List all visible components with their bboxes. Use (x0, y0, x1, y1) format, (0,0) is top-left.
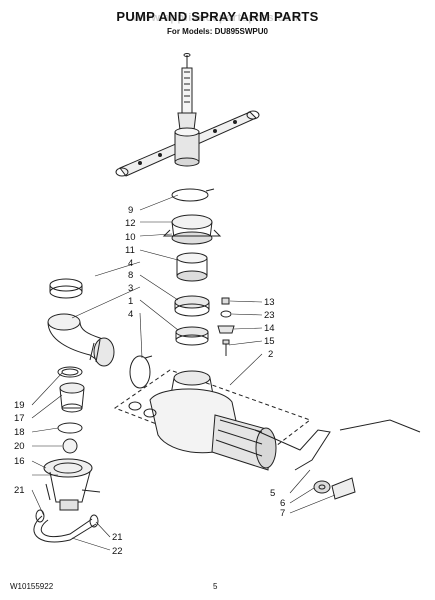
callout-12: 12 (125, 218, 136, 229)
part-17-filter (59, 382, 85, 413)
spray-arm-tower (177, 53, 197, 131)
callout-19: 19 (14, 400, 25, 411)
part-9-clip (171, 188, 215, 202)
callout-16: 16 (14, 456, 25, 467)
part-4-lower-clamp (129, 355, 153, 389)
callout-3: 3 (128, 283, 133, 294)
callout-10: 10 (125, 232, 136, 243)
part-10-housing (162, 214, 222, 245)
part-1-ring (175, 326, 209, 346)
callout-11: 11 (125, 245, 135, 256)
callout-20: 20 (14, 441, 25, 452)
part-16-sump (43, 458, 101, 511)
callout-21-left: 21 (14, 485, 25, 496)
callout-6: 6 (280, 498, 285, 509)
callout-2: 2 (268, 349, 273, 360)
pump-motor-assembly (113, 369, 312, 471)
watermark-text: www.appliancepartspros.com (133, 12, 302, 24)
callout-9: 9 (128, 205, 133, 216)
callout-1: 1 (128, 296, 133, 307)
part-11-sleeve (176, 252, 208, 282)
document-number: W10155922 (10, 582, 54, 591)
part-18-ring (57, 422, 83, 434)
callout-14: 14 (264, 323, 275, 334)
part-4-upper-ring (49, 278, 83, 299)
part-3-elbow-hose (47, 313, 115, 367)
callout-8: 8 (128, 270, 133, 281)
callout-21-right: 21 (112, 532, 123, 543)
part-19-ring (57, 366, 83, 378)
model-subtitle: For Models: DU895SWPU0 (167, 27, 268, 36)
page-number: 5 (213, 582, 218, 591)
parts-5-6-7-bracket-grommet (254, 419, 421, 500)
callout-23: 23 (264, 310, 275, 321)
callout-15: 15 (264, 336, 275, 347)
leader-lines (31, 194, 336, 551)
part-22-drain-hose (33, 509, 99, 543)
callout-18: 18 (14, 427, 25, 438)
callout-22: 22 (112, 546, 123, 557)
callout-17: 17 (14, 413, 25, 424)
spray-arm-hub (174, 127, 200, 167)
callout-13: 13 (264, 297, 275, 308)
callout-4-upper: 4 (128, 258, 133, 269)
callout-7: 7 (280, 508, 285, 519)
callout-4-lower: 4 (128, 309, 133, 320)
callout-5: 5 (270, 488, 275, 499)
part-20-ball (62, 438, 78, 454)
parts-13-23-14-15-hardware (217, 297, 235, 356)
callout-labels: 9 12 10 11 4 8 3 1 4 13 23 14 15 2 19 17… (14, 205, 285, 557)
diagram-title: PUMP AND SPRAY ARM PARTS (116, 9, 319, 24)
part-8-ring (174, 295, 210, 317)
